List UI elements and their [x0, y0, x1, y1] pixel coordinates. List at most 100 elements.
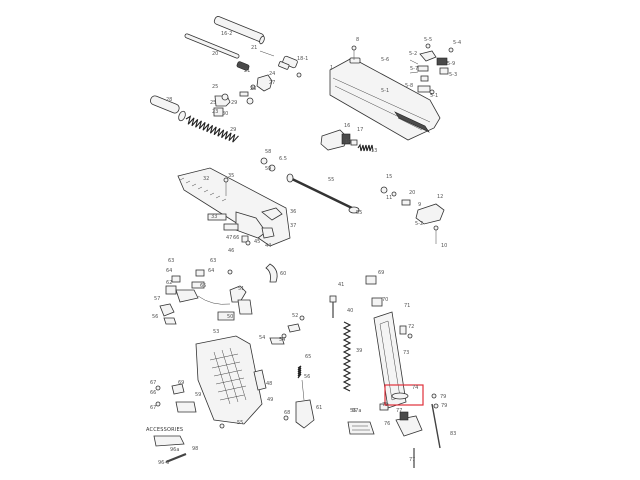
part-number-label: 5-3 — [449, 72, 457, 78]
part-number-label: 49 — [267, 397, 273, 403]
part-number-label: 5-7 — [410, 66, 418, 72]
slide-stop-parts — [380, 186, 445, 244]
part-number-label: 20 — [409, 190, 415, 196]
part-number-label: 59 — [195, 392, 201, 398]
part-number-label: 51 — [238, 286, 244, 292]
grip-frame — [195, 333, 287, 425]
part-number-label: 9 — [418, 202, 421, 208]
part-number-label: 30 — [222, 111, 228, 117]
part-number-label: 29 — [230, 127, 236, 133]
part-number-label: 54 — [279, 337, 285, 343]
part-number-label: 36 — [290, 209, 296, 215]
part-number-label: 65 — [305, 354, 311, 360]
part-number-label: 18-1 — [297, 56, 308, 62]
magazine-spring-column — [329, 295, 352, 392]
part-number-label: 79 — [441, 403, 447, 409]
part-number-label: 37 — [290, 223, 296, 229]
part-number-label: 61 — [316, 405, 322, 411]
part-number-label: 26 — [250, 86, 256, 92]
part-number-label: 45 — [254, 239, 260, 245]
part-number-label: 14 — [345, 139, 351, 145]
part-number-label: 50 — [227, 314, 233, 320]
recoil-spring-group — [150, 95, 239, 143]
part-number-label: 58 — [265, 149, 271, 155]
part-number-label: 53 — [213, 329, 219, 335]
part-number-label: 11 — [386, 195, 392, 201]
part-number-label: 69 — [178, 380, 184, 386]
part-number-label: 5-5 — [424, 37, 432, 43]
part-number-label: 28 — [166, 97, 172, 103]
part-number-label: 63 — [210, 258, 216, 264]
part-number-label: 55 — [350, 408, 356, 414]
part-number-label: 67 — [150, 405, 156, 411]
part-number-label: 5-1 — [381, 88, 389, 94]
part-number-label: 20 — [212, 51, 218, 57]
part-number-label: 44 — [265, 243, 271, 249]
rear-sight-parts — [409, 43, 454, 95]
part-number-label: 55 — [328, 177, 334, 183]
part-number-label: 27 — [269, 80, 275, 86]
part-number-label: 97a — [352, 408, 361, 414]
part-number-label: 57 — [154, 296, 160, 302]
part-number-label: 35 — [228, 173, 234, 179]
part-number-label: 67 — [150, 380, 156, 386]
part-number-label: 55 — [237, 420, 243, 426]
part-number-label: 21 — [251, 45, 257, 51]
part-number-label: 77 — [409, 457, 415, 463]
part-number-label: 29 — [231, 100, 237, 106]
highlight-box — [384, 384, 424, 406]
part-number-label: 24 — [269, 71, 275, 77]
part-number-label: 96-6 — [158, 460, 169, 466]
part-number-label: 17 — [357, 127, 363, 133]
part-number-label: 8 — [356, 37, 359, 43]
part-number-label: 25 — [212, 84, 218, 90]
part-number-label: 47 — [226, 235, 232, 241]
part-number-label: 33 — [211, 214, 217, 220]
part-number-label: 5-4 — [453, 40, 461, 46]
part-number-label: 16 — [344, 123, 350, 129]
part-number-label: 63 — [168, 258, 174, 264]
part-number-label: 72 — [408, 324, 414, 330]
part-number-label: 71 — [404, 303, 410, 309]
part-number-label: 23 — [212, 109, 218, 115]
part-number-label: 73 — [403, 350, 409, 356]
part-number-label: 55 — [356, 210, 362, 216]
part-number-label: 70 — [382, 297, 388, 303]
barrel-bushing-parts — [213, 74, 273, 117]
part-number-label: 54 — [259, 335, 265, 341]
part-number-label: 1 — [330, 65, 333, 71]
part-number-label: 5-2 — [409, 51, 417, 57]
part-number-label: 15 — [386, 174, 392, 180]
part-number-label: 79 — [440, 394, 446, 400]
accessories-group — [153, 435, 187, 464]
mainspring-housing-parts — [283, 315, 315, 429]
part-number-label: 25 — [210, 100, 216, 106]
part-number-label: 65 — [200, 283, 206, 289]
firing-pin-group — [320, 129, 374, 152]
part-number-label: 5-6 — [381, 57, 389, 63]
part-number-label: 41 — [338, 282, 344, 288]
magazine-baseplate — [347, 421, 375, 435]
outer-barrel-group — [184, 16, 302, 78]
part-number-label: 10 — [441, 243, 447, 249]
part-number-label: 46 — [228, 248, 234, 254]
part-number-label: 5-8 — [405, 83, 413, 89]
part-number-label: 48 — [266, 381, 272, 387]
part-number-label: 60 — [280, 271, 286, 277]
part-number-label: 66 — [233, 235, 239, 241]
part-number-label: 76 — [384, 421, 390, 427]
part-number-label: 96a — [170, 447, 179, 453]
part-number-label: 6.5 — [279, 156, 287, 162]
grip-safety-parts — [155, 383, 225, 429]
part-number-label: 32 — [203, 176, 209, 182]
part-number-label: 64 — [208, 268, 214, 274]
part-number-label: 5-2 — [415, 221, 423, 227]
part-number-label: 75 — [382, 402, 388, 408]
slide-assembly — [329, 45, 441, 141]
part-number-label: 12 — [437, 194, 443, 200]
part-number-label: 56 — [304, 374, 310, 380]
part-number-label: 83 — [450, 431, 456, 437]
part-number-label: 21 — [244, 68, 250, 74]
